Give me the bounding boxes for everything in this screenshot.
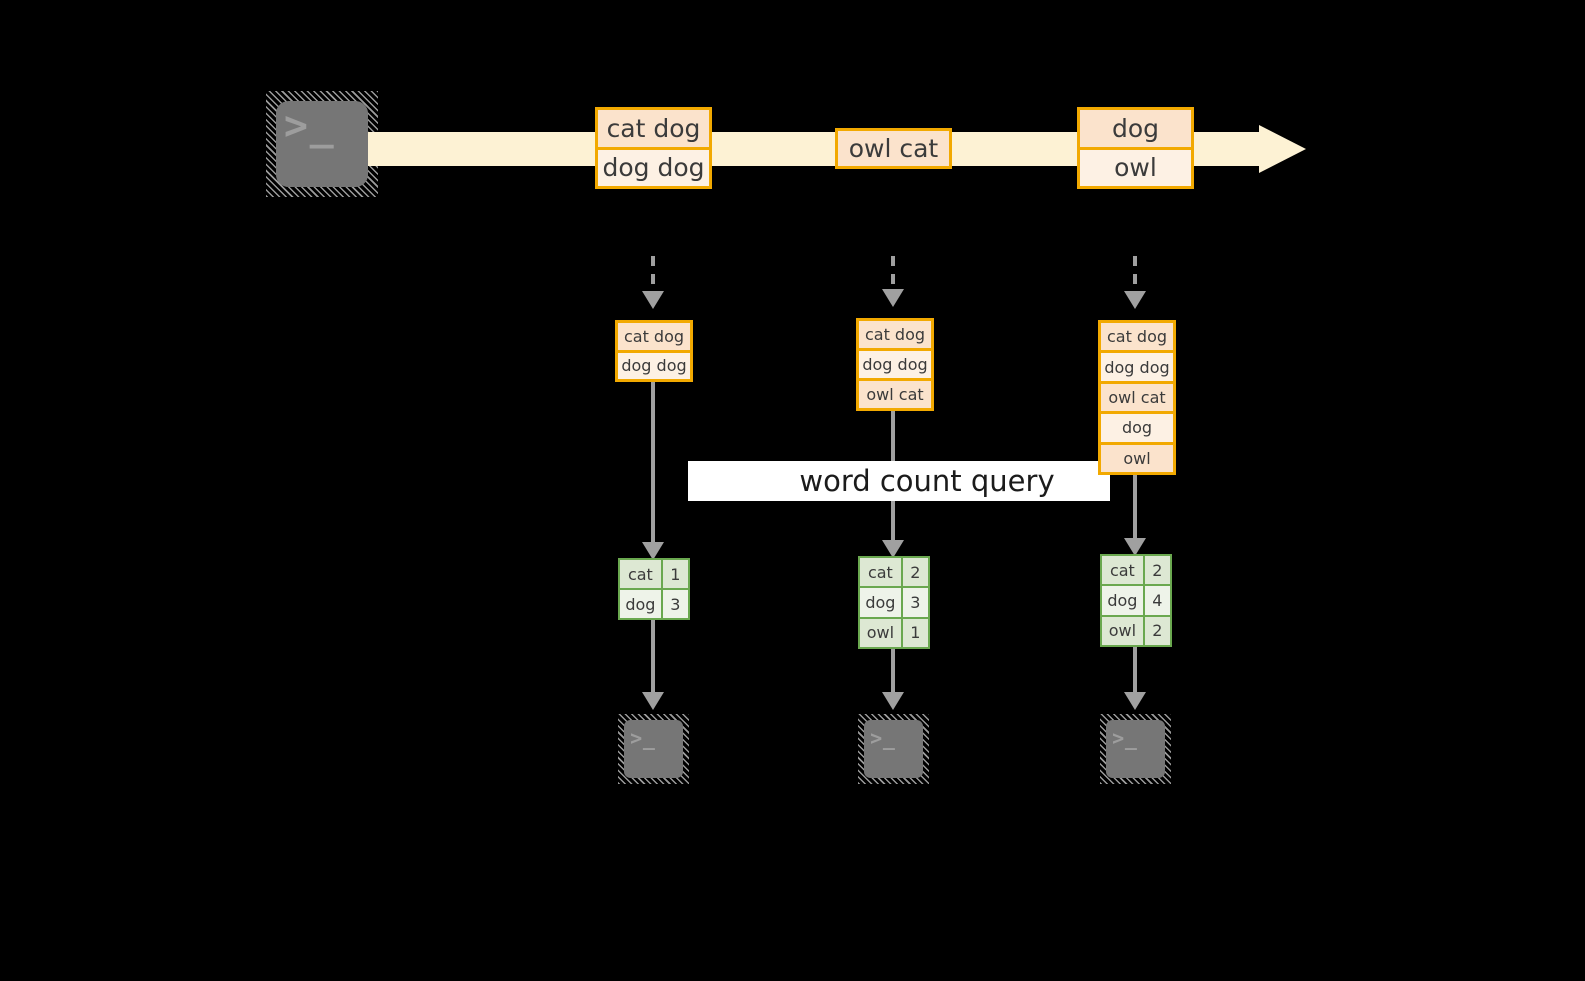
source-terminal-icon: >_ [266,91,378,197]
snapshot-input-line: dog [1101,411,1173,442]
sink-terminal-icon-3: >_ [1100,714,1171,784]
table-row: cat 2 [1102,556,1170,585]
snapshot-input-line: dog dog [1101,350,1173,381]
event-stream-arrowhead [1259,125,1306,173]
stream-tap-connector-1 [651,256,655,294]
stream-tap-arrowhead-3 [1124,291,1146,309]
stream-event-line: dog [1080,110,1191,147]
result-word: cat [860,558,901,587]
snapshot-input-line: cat dog [618,323,690,350]
terminal-screen [864,720,923,778]
sink-arrowhead-1 [642,692,664,710]
table-row: dog 3 [860,586,928,617]
table-row: cat 2 [860,558,928,587]
terminal-screen [1106,720,1165,778]
result-table-3: cat 2 dog 4 owl 2 [1100,554,1172,647]
table-row: cat 1 [620,560,688,588]
sink-arrowhead-3 [1124,692,1146,710]
stream-event-3: dog owl [1077,107,1194,189]
query-connector-1 [651,382,655,550]
sink-arrowhead-2 [882,692,904,710]
stream-event-line: owl [1080,146,1191,186]
sink-connector-1 [651,620,655,700]
snapshot-input-line: owl cat [1101,380,1173,412]
snapshot-input-line: owl cat [859,378,931,408]
terminal-prompt-glyph: >_ [1112,726,1138,750]
result-count: 4 [1142,586,1170,615]
query-arrowhead-3 [1124,538,1146,556]
sink-terminal-icon-1: >_ [618,714,689,784]
stream-event-1: cat dog dog dog [595,107,712,189]
stream-tap-connector-2 [891,256,895,292]
snapshot-input-line: owl [1101,441,1173,473]
query-label-band: word count query [688,461,1110,501]
snapshot-input-line: cat dog [859,321,931,348]
result-word: owl [1102,616,1143,645]
result-word: dog [1102,586,1143,615]
query-arrowhead-1 [642,542,664,560]
result-word: dog [860,588,901,617]
stream-event-line: cat dog [598,110,709,147]
query-connector-3 [1133,475,1137,548]
snapshot-input-line: dog dog [618,349,690,379]
sink-connector-3 [1133,647,1137,700]
query-label: word count query [799,464,1055,498]
stream-event-line: dog dog [598,146,709,186]
table-row: dog 3 [620,588,688,618]
terminal-screen [624,720,683,778]
sink-terminal-icon-2: >_ [858,714,929,784]
snapshot-input-line: cat dog [1101,323,1173,351]
result-count: 1 [660,560,688,588]
result-word: cat [620,560,661,588]
stream-tap-arrowhead-2 [882,289,904,307]
result-table-2: cat 2 dog 3 owl 1 [858,556,930,649]
query-arrowhead-2 [882,540,904,558]
result-table-1: cat 1 dog 3 [618,558,690,620]
terminal-prompt-glyph: >_ [283,102,336,149]
table-row: owl 2 [1102,614,1170,645]
result-count: 1 [900,618,928,647]
stream-tap-arrowhead-1 [642,291,664,309]
result-count: 2 [900,558,928,587]
snapshot-input-line: dog dog [859,348,931,378]
result-count: 2 [1142,616,1170,645]
result-count: 3 [900,588,928,617]
snapshot-input-2: cat dog dog dog owl cat [856,318,934,411]
terminal-prompt-glyph: >_ [630,726,656,750]
snapshot-input-1: cat dog dog dog [615,320,693,382]
terminal-prompt-glyph: >_ [870,726,896,750]
result-count: 3 [660,590,688,618]
stream-event-2: owl cat [835,128,952,169]
table-row: owl 1 [860,616,928,647]
result-count: 2 [1142,556,1170,585]
snapshot-input-3-overlay: cat dog dog dog owl cat dog owl [1098,320,1176,475]
terminal-screen [276,100,368,188]
stream-tap-connector-3 [1133,256,1137,294]
stream-event-line: owl cat [838,131,949,166]
result-word: cat [1102,556,1143,585]
table-row: dog 4 [1102,584,1170,615]
sink-connector-2 [891,649,895,700]
result-word: dog [620,590,661,618]
result-word: owl [860,618,901,647]
